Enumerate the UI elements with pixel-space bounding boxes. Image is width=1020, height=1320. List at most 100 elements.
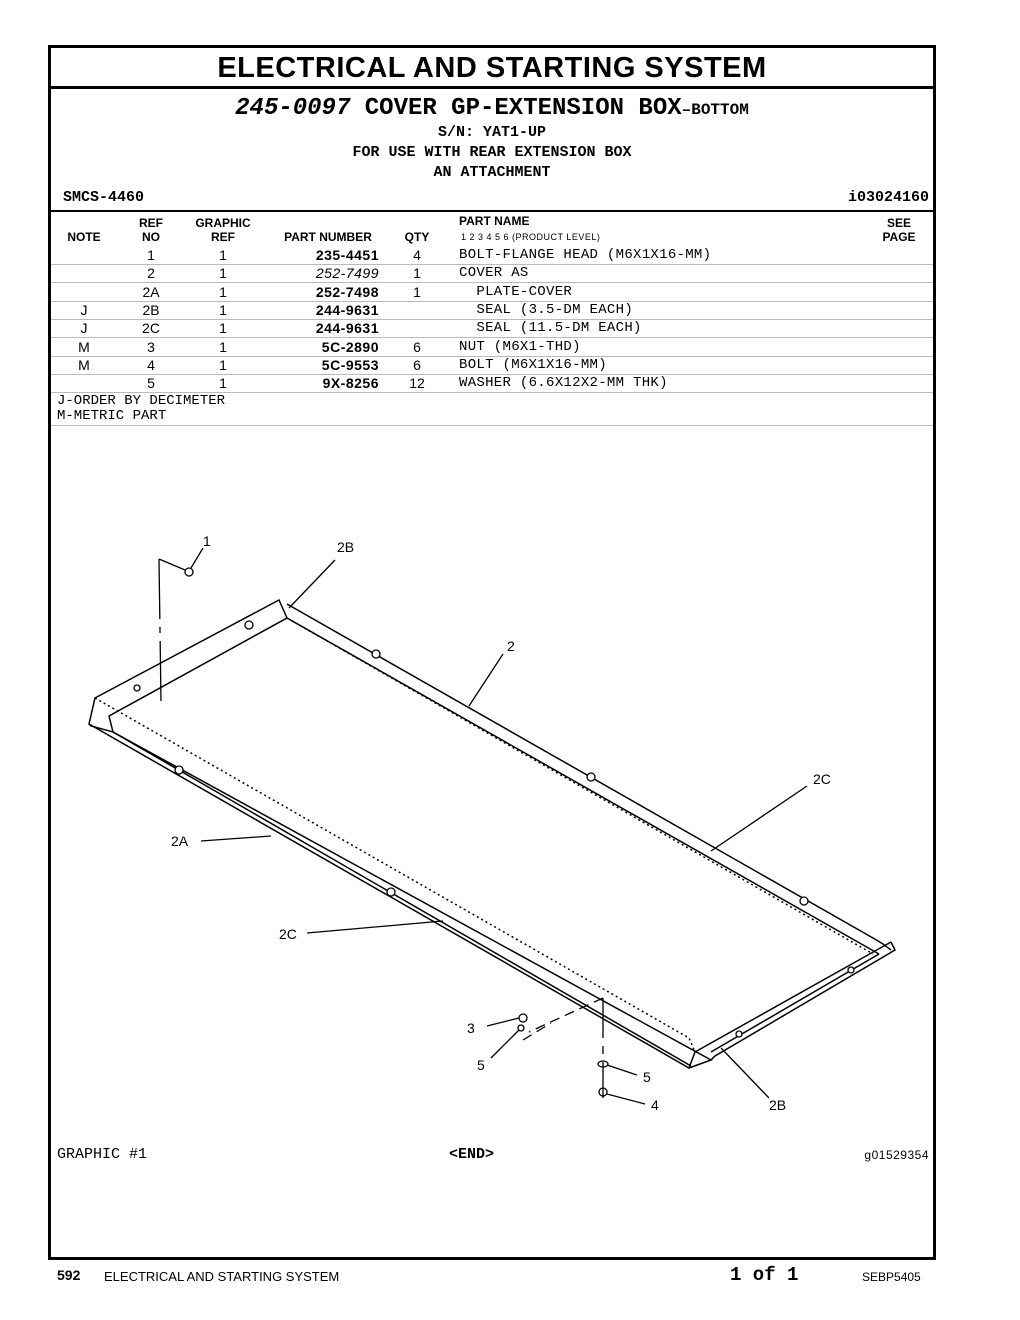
cover-seal-line-back <box>286 617 874 955</box>
qty-cell: 6 <box>413 338 421 355</box>
leader-2B-top <box>288 559 336 609</box>
part-number-cell[interactable]: 5C-9553 <box>321 356 379 373</box>
ref-no-cell: 3 <box>147 338 155 355</box>
nut-icon <box>244 620 254 630</box>
cover-left-flange <box>88 598 288 734</box>
info-id: i03024160 <box>847 189 929 206</box>
part-name-cell: PLATE-COVER <box>459 283 573 300</box>
leader-4 <box>606 1093 646 1105</box>
col-ref-bottom: NO <box>142 230 160 244</box>
footer-doc-number: SEBP5405 <box>862 1270 921 1284</box>
bolt-head-icon <box>184 567 194 577</box>
part-name-cell: BOLT (M6X1X16-MM) <box>459 356 607 373</box>
graphic-label: GRAPHIC #1 <box>57 1146 148 1163</box>
part-name-cell: NUT (M6X1-THD) <box>459 338 581 355</box>
bolt-icon <box>847 966 855 974</box>
leader-5-left <box>490 1029 520 1059</box>
qty-cell: 6 <box>413 356 421 373</box>
qty-cell: 12 <box>409 375 425 392</box>
cover-back-edge <box>286 603 892 951</box>
callout-1: 1 <box>203 533 211 549</box>
explode-line <box>154 558 162 703</box>
part-number-cell[interactable]: 252-7498 <box>315 283 379 300</box>
part-number-cell[interactable]: 252-7499 <box>315 265 379 282</box>
ref-no-cell: 2B <box>142 301 160 318</box>
callout-4: 4 <box>651 1097 659 1113</box>
graphic-id: g01529354 <box>864 1148 929 1162</box>
part-number-cell[interactable]: 244-9631 <box>315 301 379 318</box>
ref-no-cell: 4 <box>147 356 155 373</box>
ref-no-cell: 2A <box>142 283 160 300</box>
ref-no-cell: 1 <box>147 247 155 263</box>
footer-section: ELECTRICAL AND STARTING SYSTEM <box>104 1269 340 1284</box>
smcs-code: SMCS-4460 <box>63 189 145 206</box>
callout-2B-bottom: 2B <box>769 1097 786 1113</box>
graphic-ref-cell: 1 <box>219 375 227 392</box>
ref-no-cell: 2C <box>142 320 160 337</box>
callout-5-right: 5 <box>643 1069 651 1085</box>
graphic-ref-cell: 1 <box>219 301 227 318</box>
part-number-cell[interactable]: 244-9631 <box>315 320 379 337</box>
nut-icon <box>518 1013 528 1023</box>
col-ref-top: REF <box>139 216 163 230</box>
note-m: M-METRIC PART <box>57 408 167 424</box>
bolt-icon <box>133 684 141 692</box>
part-number-cell[interactable]: 5C-2890 <box>321 338 379 355</box>
washer-icon <box>517 1024 525 1032</box>
col-product-level: 1 2 3 4 5 6 (PRODUCT LEVEL) <box>461 232 601 242</box>
col-see-top: SEE <box>886 216 911 230</box>
cover-right-edge <box>688 941 892 1069</box>
explode-line <box>158 558 186 571</box>
group-name-suffix: –BOTTOM <box>681 101 749 119</box>
nut-icon <box>799 896 809 906</box>
cover-right-flange <box>710 941 896 1061</box>
col-part-number: PART NUMBER <box>284 230 372 244</box>
col-part-name: PART NAME <box>459 214 530 228</box>
notes-divider <box>51 425 933 426</box>
callout-2C-right: 2C <box>813 771 831 787</box>
usage-line: FOR USE WITH REAR EXTENSION BOX <box>352 144 632 161</box>
footer-page-of: 1 of 1 <box>730 1264 799 1286</box>
col-note: NOTE <box>67 230 101 244</box>
graphic-ref-cell: 1 <box>219 338 227 355</box>
part-number-cell[interactable]: 9X-8256 <box>322 375 379 392</box>
leader-2C-left <box>306 920 444 934</box>
col-graphic-bottom: REF <box>211 230 235 244</box>
graphic-ref-cell: 1 <box>219 265 227 282</box>
ref-no-cell: 2 <box>147 265 155 282</box>
note-j: J-ORDER BY DECIMETER <box>57 393 226 409</box>
exploded-view-graphic: 1 2B 2 2C 2A 2C 3 5 5 4 2B <box>88 533 896 1113</box>
callout-5-left: 5 <box>477 1057 485 1073</box>
page-title: ELECTRICAL AND STARTING SYSTEM <box>51 48 933 89</box>
group-title: 245-0097 COVER GP-EXTENSION BOX–BOTTOM <box>51 95 933 124</box>
col-graphic-top: GRAPHIC <box>195 216 251 230</box>
note-cell: M <box>78 338 90 355</box>
group-name: COVER GP-EXTENSION BOX <box>364 95 682 122</box>
graphic-end: <END> <box>449 1146 495 1163</box>
callout-2B-top: 2B <box>337 539 354 555</box>
col-see-bottom: PAGE <box>882 230 916 244</box>
part-name-cell: SEAL (3.5-DM EACH) <box>459 301 634 318</box>
part-number-cell[interactable]: 235-4451 <box>315 247 379 263</box>
header-divider <box>51 210 933 212</box>
leader-2B-bottom <box>720 1047 770 1099</box>
leader-2C-right <box>710 785 808 852</box>
callout-3: 3 <box>467 1020 475 1036</box>
qty-cell: 1 <box>413 283 421 300</box>
nut-icon <box>371 649 381 659</box>
cover-front-edge <box>88 723 713 1069</box>
note-cell: M <box>78 356 90 373</box>
ref-no-cell: 5 <box>147 375 155 392</box>
nut-icon <box>174 765 184 775</box>
footer-page-number: 592 <box>57 1267 81 1283</box>
nut-icon <box>586 772 596 782</box>
serial-number: S/N: YAT1-UP <box>437 124 547 141</box>
note-cell: J <box>80 320 88 337</box>
part-name-cell: BOLT-FLANGE HEAD (M6X1X16-MM) <box>459 247 712 263</box>
